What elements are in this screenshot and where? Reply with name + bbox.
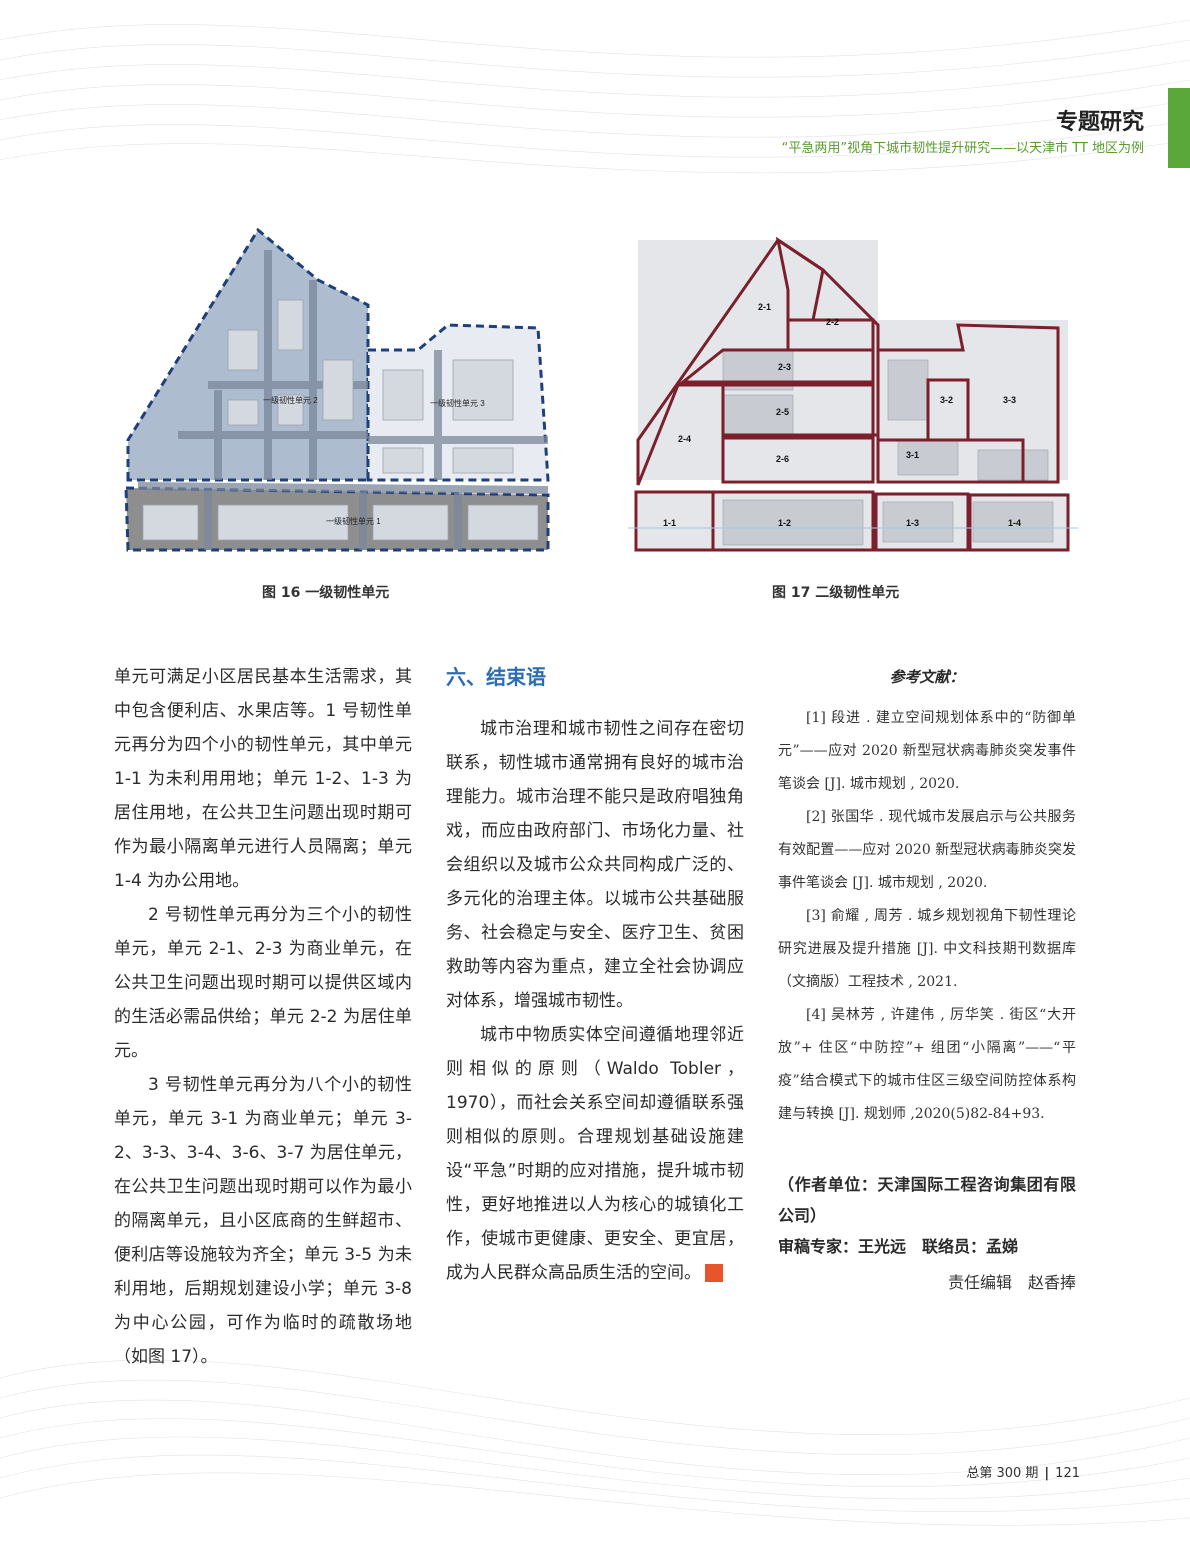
reference-item: [1] 段进 . 建立空间规划体系中的“防御单元”——应对 2020 新型冠状病…: [778, 710, 1076, 792]
fig17-label-3-1: 3-1: [906, 450, 919, 460]
figure-16-caption: 图 16 一级韧性单元: [262, 585, 390, 601]
author-unit: （作者单位：天津国际工程咨询集团有限公司）: [778, 1175, 1076, 1225]
paragraph: 城市治理和城市韧性之间存在密切联系，韧性城市通常拥有良好的城市治理能力。城市治理…: [446, 719, 744, 1011]
fig17-label-2-5: 2-5: [776, 407, 789, 417]
fig17-label-2-3: 2-3: [778, 362, 791, 372]
fig16-label-unit2: 一级韧性单元 2: [263, 395, 318, 405]
fig17-label-1-1: 1-1: [663, 518, 676, 528]
fig17-label-3-3: 3-3: [1003, 395, 1016, 405]
article-subtitle: “平急两用”视角下城市韧性提升研究——以天津市 TT 地区为例: [781, 141, 1144, 156]
figure-17-caption: 图 17 二级韧性单元: [772, 585, 900, 601]
issue-number: 总第 300 期: [966, 1466, 1039, 1481]
reference-item: [4] 吴林芳 , 许建伟 , 厉华笑 . 街区“大开放”+ 住区“中防控”+ …: [778, 1007, 1076, 1122]
fig17-label-1-3: 1-3: [906, 518, 919, 528]
right-column: 参考文献： [1] 段进 . 建立空间规划体系中的“防御单元”——应对 2020…: [778, 660, 1076, 1300]
references-list: [1] 段进 . 建立空间规划体系中的“防御单元”——应对 2020 新型冠状病…: [778, 702, 1076, 1131]
figure-17: 2-1 2-2 2-3 2-4 2-5 2-6 3-1 3-2 3-3 1-1 …: [628, 210, 1078, 565]
footer-separator: |: [1044, 1466, 1050, 1481]
paragraph: 单元可满足小区居民基本生活需求，其中包含便利店、水果店等。1 号韧性单元再分为四…: [114, 667, 412, 891]
fig17-label-2-1: 2-1: [758, 302, 771, 312]
accent-bar: [1168, 88, 1190, 168]
fig17-label-2-6: 2-6: [776, 454, 789, 464]
middle-column: 六、结束语 城市治理和城市韧性之间存在密切联系，韧性城市通常拥有良好的城市治理能…: [446, 660, 748, 1290]
responsible-editor: 责任编辑 赵香捧: [947, 1273, 1076, 1292]
figure-16: 一级韧性单元 2 一级韧性单元 3 一级韧性单元 1: [118, 210, 558, 565]
fig17-label-1-2: 1-2: [778, 518, 791, 528]
paragraph: 3 号韧性单元再分为八个小的韧性单元，单元 3-1 为商业单元；单元 3-2、3…: [114, 1075, 412, 1367]
end-mark-icon: S: [705, 1264, 748, 1282]
reference-item: [3] 俞耀 , 周芳 . 城乡规划视角下韧性理论研究进展及提升措施 [J]. …: [778, 908, 1076, 990]
reviewers: 审稿专家：王光远 联络员：孟娣: [778, 1237, 1019, 1256]
reference-item: [2] 张国华 . 现代城市发展启示与公共服务有效配置——应对 2020 新型冠…: [778, 809, 1076, 891]
wave-mesh-top: [0, 19, 1190, 174]
fig16-label-unit1: 一级韧性单元 1: [326, 516, 381, 526]
section-title: 专题研究: [1055, 110, 1144, 135]
fig17-label-1-4: 1-4: [1008, 518, 1021, 528]
figure-17-map: 2-1 2-2 2-3 2-4 2-5 2-6 3-1 3-2 3-3 1-1 …: [628, 210, 1078, 565]
paragraph-text: 城市中物质实体空间遵循地理邻近则相似的原则（Waldo Tobler，1970）…: [446, 1025, 744, 1283]
fig16-label-unit3: 一级韧性单元 3: [430, 398, 485, 408]
page-number: 121: [1055, 1466, 1080, 1481]
figure-16-map: 一级韧性单元 2 一级韧性单元 3 一级韧性单元 1: [118, 210, 558, 565]
page-footer: 总第 300 期 | 121: [966, 1462, 1080, 1481]
section-heading: 六、结束语: [446, 665, 546, 689]
fig17-label-2-2: 2-2: [826, 317, 839, 327]
fig17-label-2-4: 2-4: [678, 434, 691, 444]
references-title: 参考文献：: [889, 668, 965, 686]
left-column: 单元可满足小区居民基本生活需求，其中包含便利店、水果店等。1 号韧性单元再分为四…: [114, 660, 412, 1374]
paragraph: 城市中物质实体空间遵循地理邻近则相似的原则（Waldo Tobler，1970）…: [446, 1018, 748, 1290]
fig17-label-3-2: 3-2: [940, 395, 953, 405]
paragraph: 2 号韧性单元再分为三个小的韧性单元，单元 2-1、2-3 为商业单元，在公共卫…: [114, 905, 412, 1061]
